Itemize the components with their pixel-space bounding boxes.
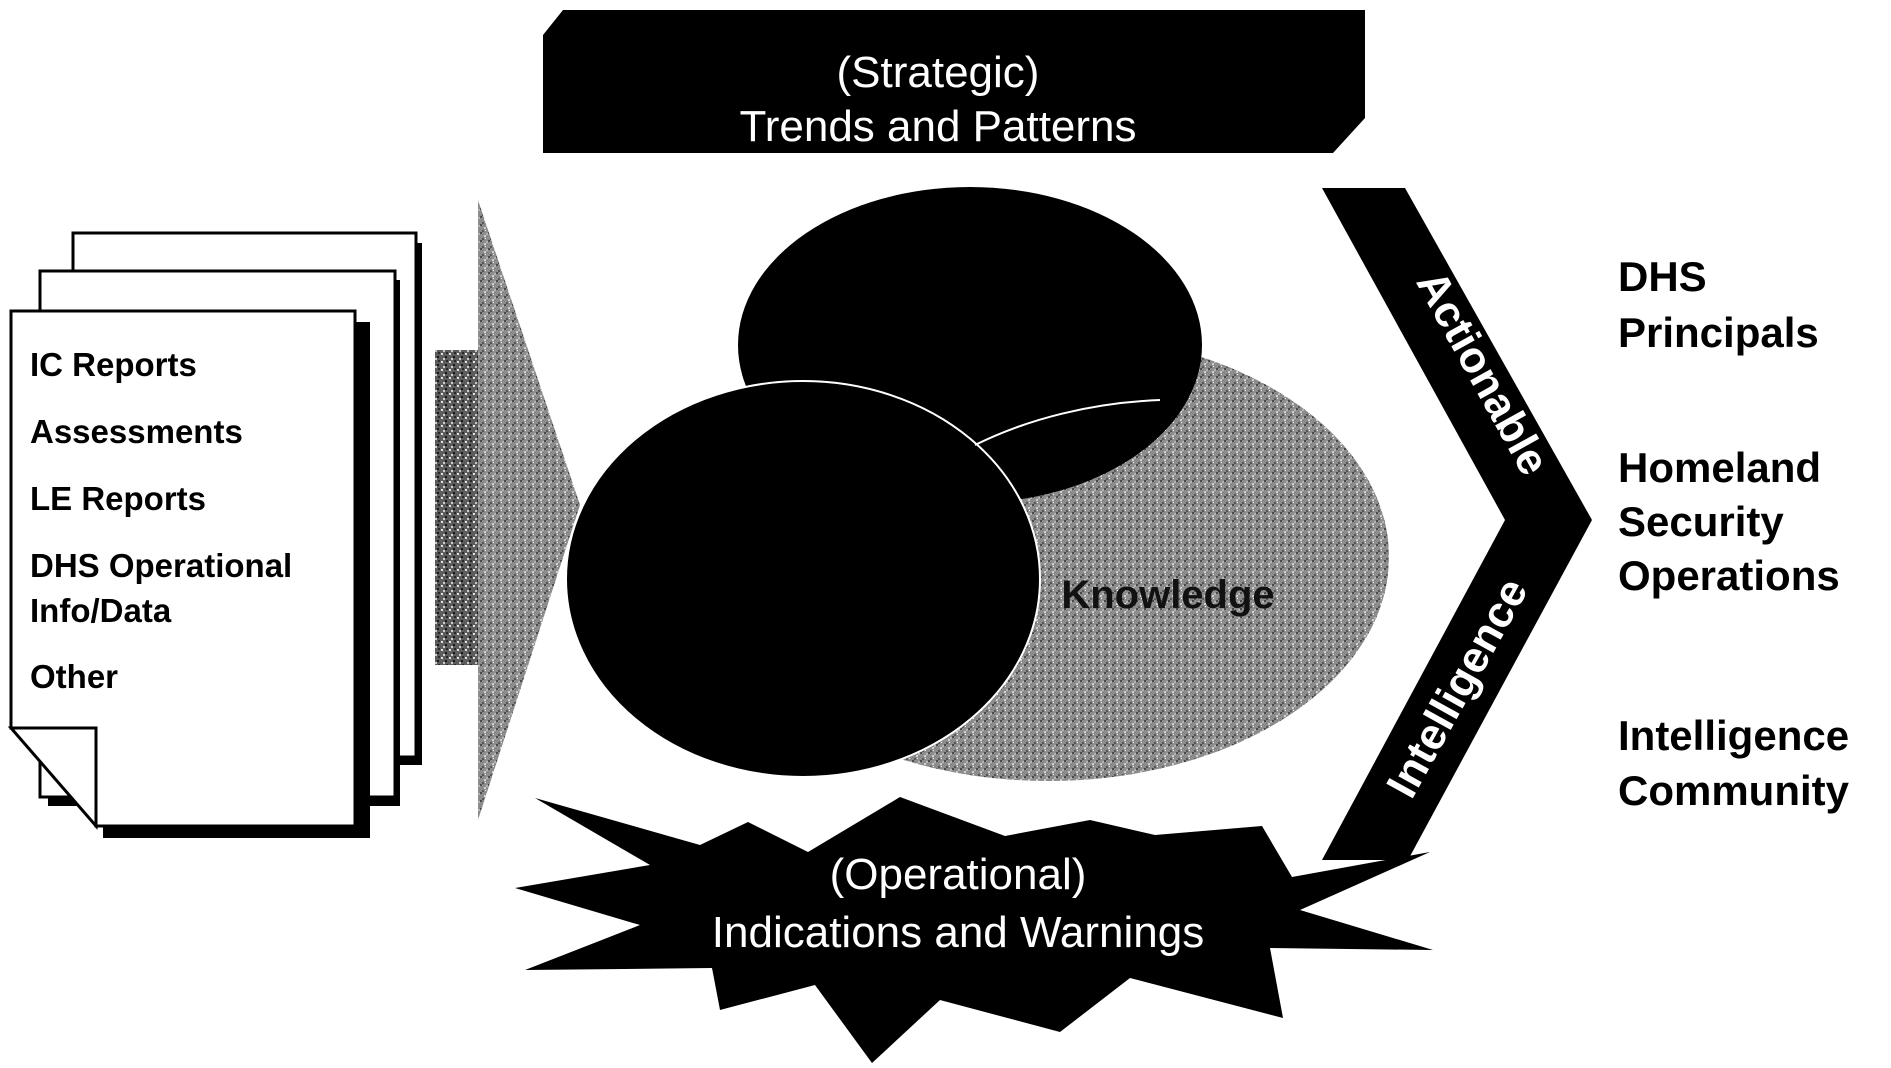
doc-item-info-data: Info/Data [30, 592, 172, 629]
audience-ic-line2: Community [1618, 767, 1850, 814]
audience-ic-line1: Intelligence [1618, 712, 1849, 759]
operational-burst-title: (Operational) [830, 850, 1087, 899]
document-stack: IC Reports Assessments LE Reports DHS Op… [7, 231, 422, 838]
chevron-word-intelligence: Intelligence [1377, 570, 1537, 805]
strategic-banner-shape [543, 10, 1365, 153]
strategic-banner-title: (Strategic) [837, 48, 1040, 97]
venn-circle-left [565, 380, 1041, 778]
audience-hso-line1: Homeland [1618, 444, 1821, 491]
doc-item-dhs-operational: DHS Operational [30, 547, 292, 584]
strategic-banner: (Strategic) Trends and Patterns [543, 10, 1365, 153]
audience-dhs-line2: Principals [1618, 309, 1819, 356]
audience-hso-line2: Security [1618, 498, 1784, 545]
venn-overlap-line [974, 399, 1161, 446]
strategic-banner-subtitle: Trends and Patterns [739, 102, 1136, 151]
venn-knowledge-label: Knowledge [1061, 573, 1274, 617]
operational-burst-shape [515, 797, 1433, 1063]
operational-burst: (Operational) Indications and Warnings [515, 797, 1433, 1063]
doc-item-other: Other [30, 658, 118, 695]
doc-item-le-reports: LE Reports [30, 480, 206, 517]
doc-item-assessments: Assessments [30, 413, 243, 450]
document-page-dogear [7, 726, 98, 831]
audience-hso-line3: Operations [1618, 552, 1840, 599]
audience-dhs-line1: DHS [1618, 253, 1707, 300]
venn-diagram: Knowledge [565, 187, 1391, 783]
doc-item-ic-reports: IC Reports [30, 346, 197, 383]
audience-list: DHS Principals Homeland Security Operati… [1618, 253, 1850, 814]
input-arrow-head [478, 200, 580, 820]
operational-burst-subtitle: Indications and Warnings [712, 908, 1204, 957]
actionable-chevron-shape [1322, 188, 1592, 860]
input-arrow [435, 200, 580, 820]
